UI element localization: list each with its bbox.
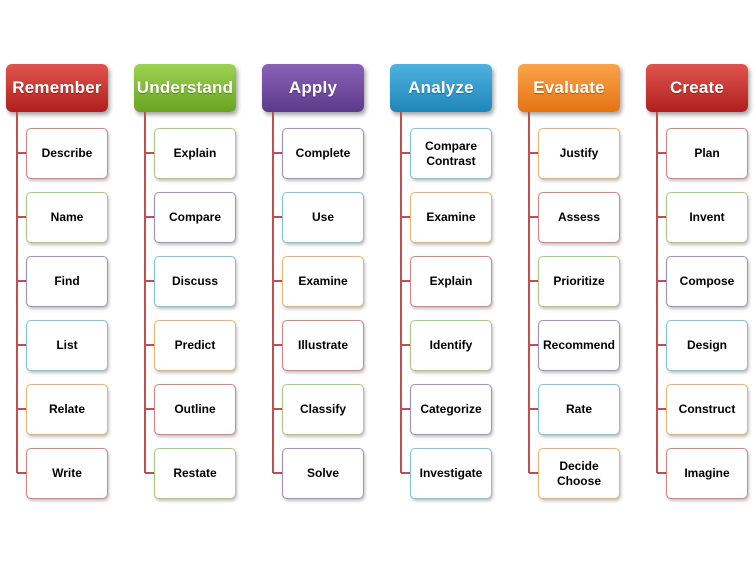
connector-branch bbox=[17, 152, 27, 154]
item-box: Compare Contrast bbox=[410, 128, 492, 179]
connector-branch bbox=[529, 408, 539, 410]
connector-branch bbox=[657, 472, 667, 474]
connector-branch bbox=[145, 152, 155, 154]
header-remember: Remember bbox=[6, 64, 108, 112]
connector-branch bbox=[401, 216, 411, 218]
item-box: Investigate bbox=[410, 448, 492, 499]
item-box: Describe bbox=[26, 128, 108, 179]
connector-branch bbox=[273, 344, 283, 346]
item-box: Restate bbox=[154, 448, 236, 499]
item-box: Construct bbox=[666, 384, 748, 435]
connector-branch bbox=[529, 344, 539, 346]
connector-branch bbox=[17, 280, 27, 282]
connector-branch bbox=[401, 152, 411, 154]
connector-branch bbox=[273, 152, 283, 154]
connector-spine bbox=[16, 112, 18, 473]
column-evaluate: Evaluate Justify Assess Prioritize Recom… bbox=[518, 64, 634, 504]
connector-branch bbox=[273, 216, 283, 218]
column-understand: Understand Explain Compare Discuss Predi… bbox=[134, 64, 250, 504]
connector-branch bbox=[529, 216, 539, 218]
item-box: Explain bbox=[154, 128, 236, 179]
header-apply: Apply bbox=[262, 64, 364, 112]
item-box: Imagine bbox=[666, 448, 748, 499]
connector-branch bbox=[273, 472, 283, 474]
connector-branch bbox=[401, 280, 411, 282]
column-remember: Remember Describe Name Find List Relate … bbox=[6, 64, 122, 504]
connector-branch bbox=[657, 152, 667, 154]
connector-branch bbox=[657, 408, 667, 410]
item-box: Compare bbox=[154, 192, 236, 243]
connector-branch bbox=[401, 344, 411, 346]
connector-branch bbox=[17, 344, 27, 346]
item-box: Discuss bbox=[154, 256, 236, 307]
connector-spine bbox=[144, 112, 146, 473]
item-box: Categorize bbox=[410, 384, 492, 435]
connector-branch bbox=[17, 216, 27, 218]
item-box: Plan bbox=[666, 128, 748, 179]
connector-branch bbox=[657, 280, 667, 282]
header-analyze: Analyze bbox=[390, 64, 492, 112]
connector-branch bbox=[657, 344, 667, 346]
connector-branch bbox=[529, 472, 539, 474]
item-box: Relate bbox=[26, 384, 108, 435]
item-box: Use bbox=[282, 192, 364, 243]
connector-branch bbox=[529, 280, 539, 282]
item-box: Rate bbox=[538, 384, 620, 435]
connector-branch bbox=[273, 408, 283, 410]
item-box: Justify bbox=[538, 128, 620, 179]
connector-branch bbox=[17, 408, 27, 410]
item-box: Examine bbox=[282, 256, 364, 307]
item-box: Invent bbox=[666, 192, 748, 243]
connector-branch bbox=[401, 472, 411, 474]
header-create: Create bbox=[646, 64, 748, 112]
item-box: Classify bbox=[282, 384, 364, 435]
item-box: Find bbox=[26, 256, 108, 307]
connector-branch bbox=[145, 472, 155, 474]
connector-branch bbox=[17, 472, 27, 474]
column-analyze: Analyze Compare Contrast Examine Explain… bbox=[390, 64, 506, 504]
item-box: List bbox=[26, 320, 108, 371]
item-box: Identify bbox=[410, 320, 492, 371]
item-box: Decide Choose bbox=[538, 448, 620, 499]
item-box: Predict bbox=[154, 320, 236, 371]
connector-spine bbox=[272, 112, 274, 473]
connector-branch bbox=[273, 280, 283, 282]
connector-spine bbox=[528, 112, 530, 473]
connector-branch bbox=[145, 280, 155, 282]
column-create: Create Plan Invent Compose Design Constr… bbox=[646, 64, 756, 504]
connector-branch bbox=[145, 344, 155, 346]
connector-branch bbox=[657, 216, 667, 218]
item-box: Design bbox=[666, 320, 748, 371]
item-box: Recommend bbox=[538, 320, 620, 371]
item-box: Name bbox=[26, 192, 108, 243]
item-box: Illustrate bbox=[282, 320, 364, 371]
connector-branch bbox=[401, 408, 411, 410]
connector-branch bbox=[529, 152, 539, 154]
connector-spine bbox=[400, 112, 402, 473]
item-box: Complete bbox=[282, 128, 364, 179]
header-understand: Understand bbox=[134, 64, 236, 112]
item-box: Examine bbox=[410, 192, 492, 243]
connector-branch bbox=[145, 408, 155, 410]
item-box: Compose bbox=[666, 256, 748, 307]
item-box: Solve bbox=[282, 448, 364, 499]
item-box: Explain bbox=[410, 256, 492, 307]
item-box: Outline bbox=[154, 384, 236, 435]
item-box: Assess bbox=[538, 192, 620, 243]
column-apply: Apply Complete Use Examine Illustrate Cl… bbox=[262, 64, 378, 504]
connector-spine bbox=[656, 112, 658, 473]
item-box: Prioritize bbox=[538, 256, 620, 307]
connector-branch bbox=[145, 216, 155, 218]
item-box: Write bbox=[26, 448, 108, 499]
header-evaluate: Evaluate bbox=[518, 64, 620, 112]
